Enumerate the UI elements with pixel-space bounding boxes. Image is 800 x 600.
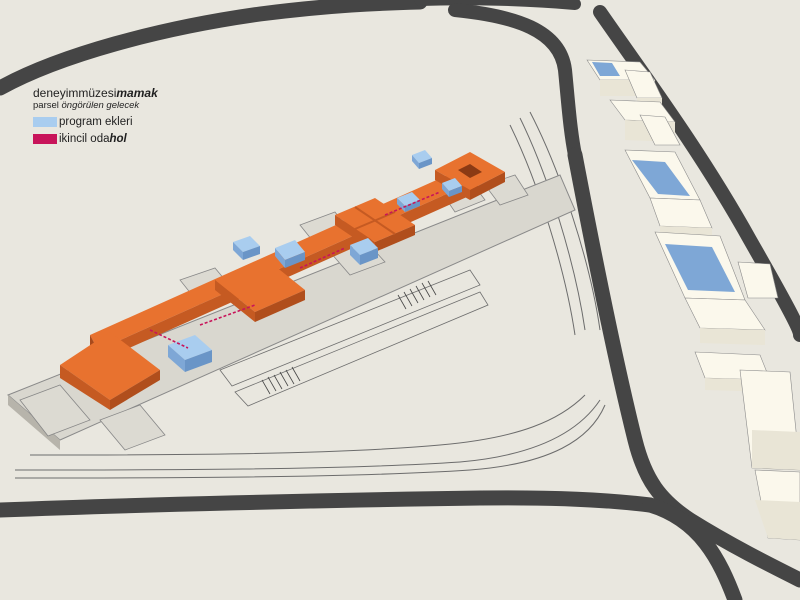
legend-label-hol-plain: ikincil oda xyxy=(59,132,110,145)
blue-annex-5 xyxy=(397,192,420,212)
existing-building-2 xyxy=(609,99,681,146)
legend-subtitle: parsel öngörülen gelecek xyxy=(33,100,223,112)
blue-annex-4 xyxy=(350,238,378,265)
legend: deneyimmüzesimamak parsel öngörülen gele… xyxy=(33,86,223,146)
parcel-lines xyxy=(14,111,606,479)
existing-building-6 xyxy=(754,469,800,541)
title-bold-text: mamak xyxy=(116,86,158,100)
program-swatch xyxy=(33,116,57,127)
existing-building-5 xyxy=(694,351,800,471)
legend-label-hol-bold: hol xyxy=(109,132,127,145)
top-road xyxy=(0,0,428,96)
orange-main-hall xyxy=(60,332,160,410)
blue-annex-7 xyxy=(442,178,462,197)
existing-buildings-row xyxy=(586,59,800,541)
orange-hall-2 xyxy=(215,258,305,322)
title-light-text: deneyimmüzesi xyxy=(33,86,117,100)
secondary-hol-links xyxy=(149,191,441,349)
legend-item-hol: ikincil odahol xyxy=(33,131,223,146)
blue-program-annexes xyxy=(168,150,462,372)
blue-annex-3 xyxy=(275,240,305,268)
upper-curve-road xyxy=(448,3,582,162)
legend-label-program: program ekleri xyxy=(59,116,133,128)
main-diagonal-road xyxy=(567,147,800,588)
right-diagonal-road xyxy=(593,5,800,342)
blue-annex-2 xyxy=(233,236,260,260)
legend-label-program-text: program ekleri xyxy=(59,115,133,128)
bottom-road xyxy=(0,490,658,518)
existing-building-4 xyxy=(654,231,779,345)
hol-swatch xyxy=(33,133,57,144)
legend-title: deneyimmüzesimamak xyxy=(33,86,223,100)
legend-item-program: program ekleri xyxy=(33,114,223,129)
subtitle-italic-text: öngörülen gelecek xyxy=(61,100,140,111)
blue-annex-1 xyxy=(168,335,212,372)
top-right-road xyxy=(414,0,581,10)
subtitle-plain-text: parsel xyxy=(33,100,62,111)
legend-label-hol: ikincil odahol xyxy=(59,133,127,145)
blue-annex-6 xyxy=(412,150,432,169)
bottom-curve-road xyxy=(642,497,743,600)
